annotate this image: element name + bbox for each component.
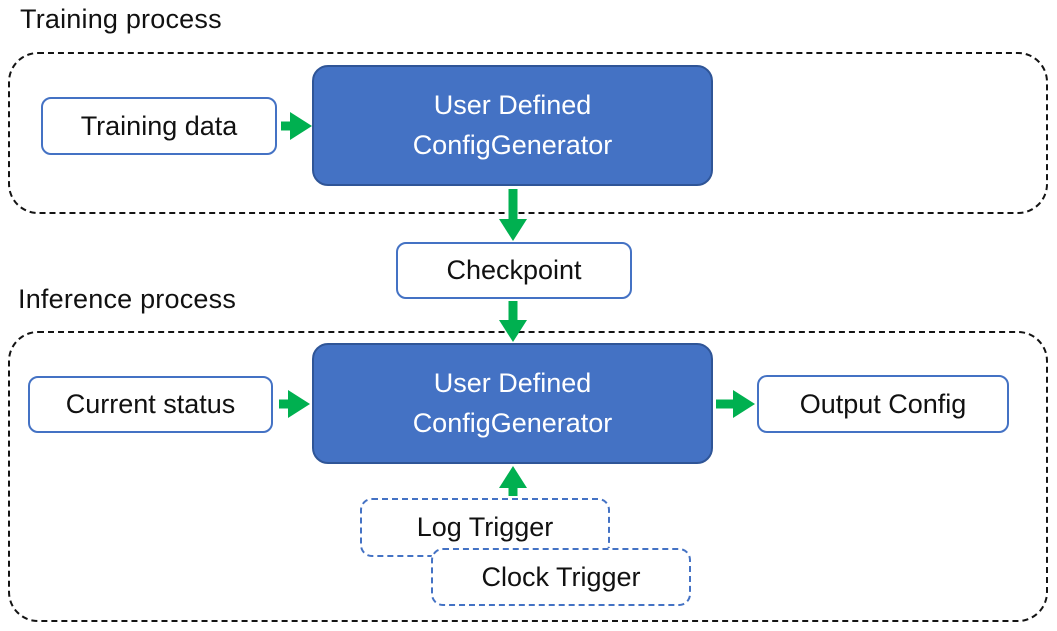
- current-status-node: Current status: [28, 376, 273, 433]
- training-process-container: [8, 52, 1048, 214]
- output-config-node: Output Config: [757, 375, 1009, 433]
- training-data-node: Training data: [41, 97, 277, 155]
- inference-process-label: Inference process: [18, 284, 237, 314]
- checkpoint-node: Checkpoint: [396, 242, 632, 299]
- config-generator-inference-node: User Defined ConfigGenerator: [312, 343, 713, 464]
- clock-trigger-node: Clock Trigger: [431, 548, 691, 606]
- config-generator-training-node: User Defined ConfigGenerator: [312, 65, 713, 186]
- log-trigger-node: Log Trigger: [360, 498, 610, 557]
- training-process-label: Training process: [20, 4, 222, 34]
- inference-process-container: [8, 331, 1048, 622]
